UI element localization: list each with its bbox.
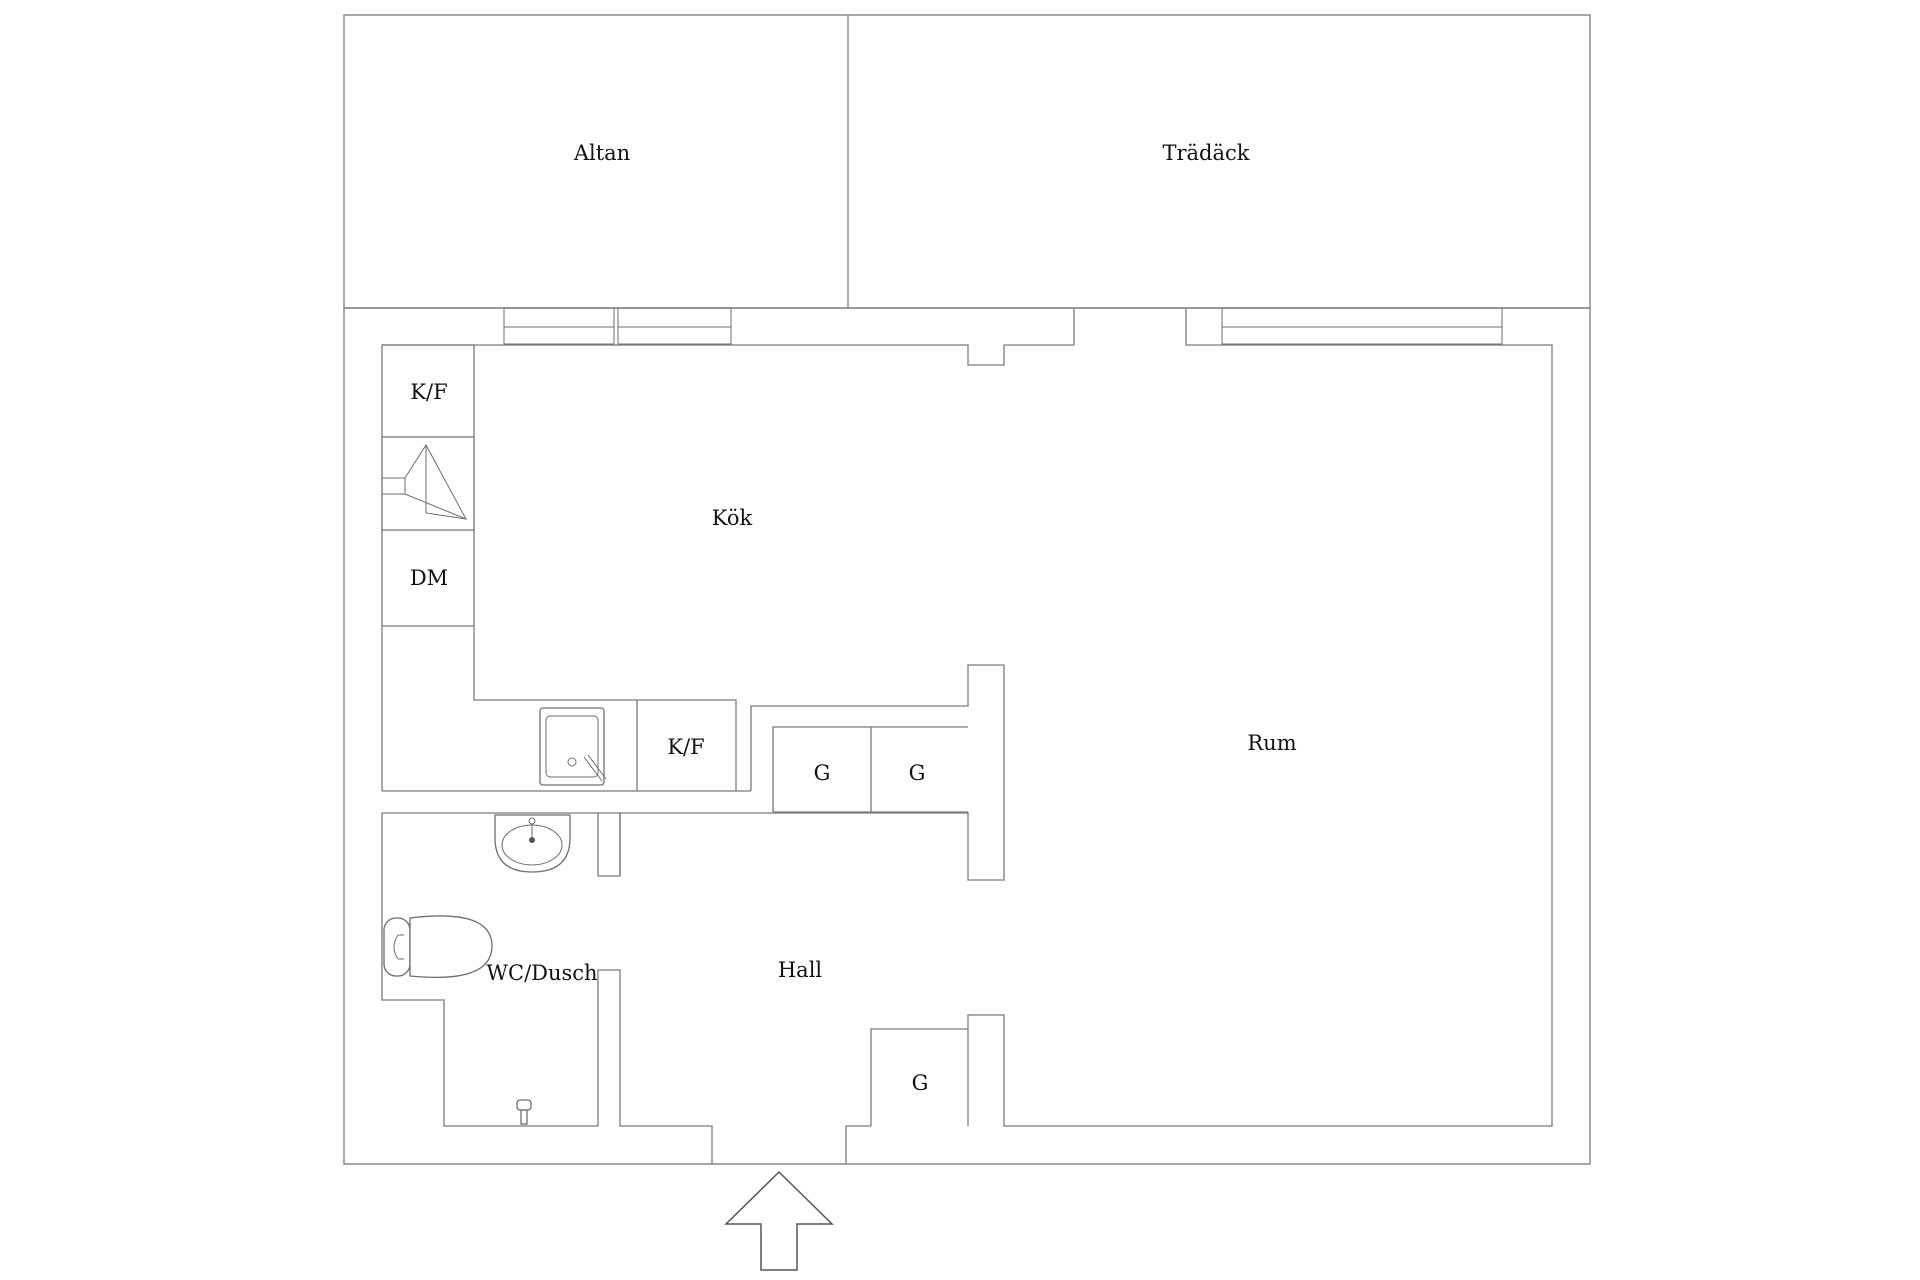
hall-top-wall	[619, 812, 968, 876]
label-g-2: G	[909, 761, 926, 785]
window-3	[1221, 307, 1503, 345]
g-closet-top	[772, 726, 968, 812]
kitchen-divider-wall	[750, 664, 1005, 881]
label-kf-bottom: K/F	[667, 735, 704, 759]
window-2	[617, 307, 732, 345]
room-label-wc-dusch: WC/Dusch	[486, 961, 597, 985]
label-g-1: G	[814, 761, 831, 785]
rum-wall	[967, 308, 1553, 1127]
g-closet-bottom	[870, 1028, 968, 1126]
toilet-icon	[383, 915, 493, 979]
stove-icon	[381, 436, 475, 531]
outer-walls	[343, 14, 1591, 1165]
washbasin-icon	[494, 814, 571, 873]
shower-icon	[516, 1099, 532, 1125]
label-dm: DM	[410, 566, 448, 590]
room-label-rum: Rum	[1247, 731, 1296, 755]
room-label-tradack: Trädäck	[1162, 141, 1249, 165]
window-1	[503, 307, 615, 345]
hall-entrance-right	[845, 1125, 871, 1164]
house-outer-wall	[343, 307, 1591, 1165]
room-label-altan: Altan	[573, 141, 630, 165]
interior-walls	[381, 308, 1553, 1164]
label-kf-top: K/F	[410, 380, 447, 404]
kitchen-sink-icon	[539, 707, 607, 786]
label-g-3: G	[912, 1071, 929, 1095]
bathroom-walls	[381, 813, 713, 1164]
room-label-hall: Hall	[778, 958, 823, 982]
kitchen-left-counter	[382, 344, 737, 791]
entrance-arrow-icon	[724, 1170, 834, 1271]
outdoor-area-frame	[343, 14, 1591, 309]
windows	[503, 307, 1503, 345]
top-inner-wall-left	[381, 308, 1075, 791]
room-label-kok: Kök	[712, 506, 753, 530]
